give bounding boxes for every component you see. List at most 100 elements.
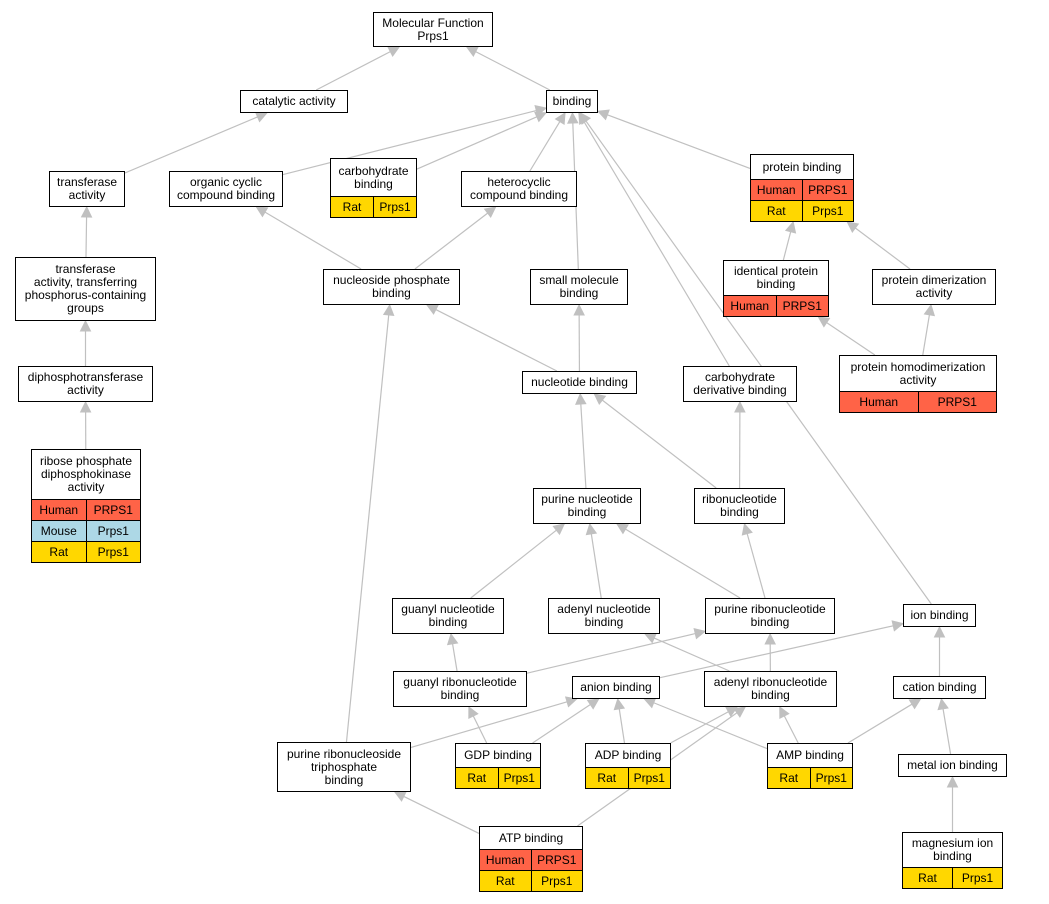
term-transferase[interactable]: transferase activity	[49, 171, 125, 207]
term-ribonucleotide[interactable]: ribonucleotide binding	[694, 488, 785, 524]
edge-carbohydrate_binding-to-binding	[416, 116, 538, 170]
term-anion-binding[interactable]: anion binding	[572, 676, 660, 699]
edge-arrowhead	[937, 697, 949, 711]
edge-arrowhead	[79, 319, 92, 332]
term-label: purine ribonucleoside triphosphate bindi…	[286, 746, 402, 787]
annotation-species: Mouse	[40, 523, 77, 538]
term-protein-dimerization[interactable]: protein dimerization activity	[872, 269, 996, 305]
edge-arrowhead	[393, 791, 407, 802]
annotation-species: Rat	[779, 770, 799, 785]
annotation-row: Human PRPS1	[840, 391, 996, 412]
term-purine-ribonucleoside-tp[interactable]: purine ribonucleoside triphosphate bindi…	[277, 742, 411, 792]
edge-adp_binding-to-anion_binding	[618, 708, 626, 744]
edge-arrowhead	[446, 632, 459, 646]
edge-gdp_binding-to-anion_binding	[532, 704, 591, 744]
term-mf[interactable]: Molecular Function Prps1	[373, 12, 493, 47]
term-guanyl-nucleotide[interactable]: guanyl nucleotide binding	[392, 598, 504, 634]
term-adenyl-ribonucleotide[interactable]: adenyl ribonucleotide binding	[704, 671, 837, 707]
term-label: cation binding	[902, 680, 977, 694]
term-label: ion binding	[910, 608, 969, 622]
term-label: nucleotide binding	[531, 375, 628, 389]
edge-arrowhead	[573, 303, 585, 316]
term-adenyl-nucleotide[interactable]: adenyl nucleotide binding	[548, 598, 660, 634]
term-cation-binding[interactable]: cation binding	[893, 676, 986, 699]
edge-transferase_phos-to-transferase	[85, 216, 88, 258]
edge-nucleoside_phosphate-to-organic_cyclic	[264, 211, 362, 270]
edge-arrowhead	[733, 706, 747, 718]
term-label: carbohydrate binding	[338, 163, 409, 191]
edge-arrowhead	[596, 109, 610, 121]
term-nucleoside-phosphate[interactable]: nucleoside phosphate binding	[323, 269, 460, 305]
term-label: ADP binding	[594, 748, 662, 762]
term-ion-binding[interactable]: ion binding	[903, 604, 976, 627]
edge-atp_binding-to-purine_ribonucleoside_tp	[403, 795, 480, 834]
edge-arrowhead	[693, 628, 707, 640]
term-label: transferase activity, transferring phosp…	[24, 262, 147, 315]
term-metal-ion[interactable]: metal ion binding	[898, 754, 1007, 777]
edge-arrowhead	[908, 698, 922, 710]
term-carbohydrate-deriv[interactable]: carbohydrate derivative binding	[683, 366, 797, 402]
term-diphosphotransferase[interactable]: diphosphotransferase activity	[18, 366, 153, 402]
edge-arrowhead	[734, 400, 746, 413]
term-small-molecule[interactable]: small molecule binding	[530, 269, 628, 305]
edge-anion_binding-to-ion_binding	[659, 625, 894, 679]
annotation-gene: Prps1	[85, 521, 141, 541]
term-label: transferase activity	[56, 175, 118, 202]
edge-arrowhead	[593, 393, 607, 406]
edge-arrowhead	[644, 632, 658, 644]
edge-arrowhead	[554, 112, 566, 125]
edge-amp_binding-to-cation_binding	[847, 703, 913, 744]
annotation-gene: Prps1	[809, 768, 853, 788]
edge-arrowhead	[586, 698, 600, 710]
term-label: adenyl nucleotide binding	[557, 602, 651, 629]
term-guanyl-ribonucleotide[interactable]: guanyl ribonucleotide binding	[393, 671, 527, 707]
edge-heterocyclic-to-binding	[529, 121, 561, 172]
edge-arrowhead	[483, 206, 497, 219]
term-heterocyclic[interactable]: heterocyclic compound binding	[461, 171, 577, 207]
edge-arrowhead	[946, 775, 959, 788]
annotation-species: Rat	[766, 203, 786, 218]
term-nucleotide-binding[interactable]: nucleotide binding	[522, 371, 637, 394]
term-organic-cyclic[interactable]: organic cyclic compound binding	[169, 171, 283, 207]
term-binding[interactable]: binding	[546, 90, 598, 113]
term-catalytic[interactable]: catalytic activity	[240, 90, 348, 113]
edge-protein_homodim-to-identical_protein	[826, 322, 876, 356]
annotation-gene: PRPS1	[775, 296, 829, 316]
term-label: protein binding	[762, 159, 842, 174]
annotation-gene: PRPS1	[917, 392, 997, 412]
annotation-gene: PRPS1	[801, 180, 854, 200]
term-purine-ribonucleotide[interactable]: purine ribonucleotide binding	[705, 598, 835, 634]
edge-protein_dimerization-to-protein_binding	[854, 227, 911, 270]
term-ribose-phosphate[interactable]: ribose phosphate diphosphokinase activit…	[31, 449, 141, 563]
annotation-gene: PRPS1	[85, 500, 141, 520]
edge-adenyl_ribonucleotide-to-adenyl_nucleotide	[653, 637, 730, 672]
edge-guanyl_nucleotide-to-purine_nucleotide	[470, 529, 557, 599]
annotation-species: Rat	[918, 870, 937, 885]
edge-nucleoside_phosphate-to-heterocyclic	[414, 212, 489, 270]
term-label: metal ion binding	[907, 758, 998, 772]
edge-arrowhead	[613, 697, 626, 711]
annotation-species: Rat	[49, 544, 69, 559]
term-label: adenyl ribonucleotide binding	[713, 675, 828, 702]
edge-guanyl_ribonucleotide-to-guanyl_nucleotide	[451, 643, 458, 672]
annotation-species: Human	[859, 394, 899, 409]
edge-purine_ribonucleoside_tp-to-anion_binding	[410, 701, 568, 748]
term-purine-nucleotide[interactable]: purine nucleotide binding	[533, 488, 641, 524]
annotation-row: Mouse Prps1	[32, 520, 140, 541]
edge-arrowhead	[567, 111, 579, 124]
term-transferase-phos[interactable]: transferase activity, transferring phosp…	[15, 257, 156, 321]
edge-arrowhead	[846, 221, 860, 233]
